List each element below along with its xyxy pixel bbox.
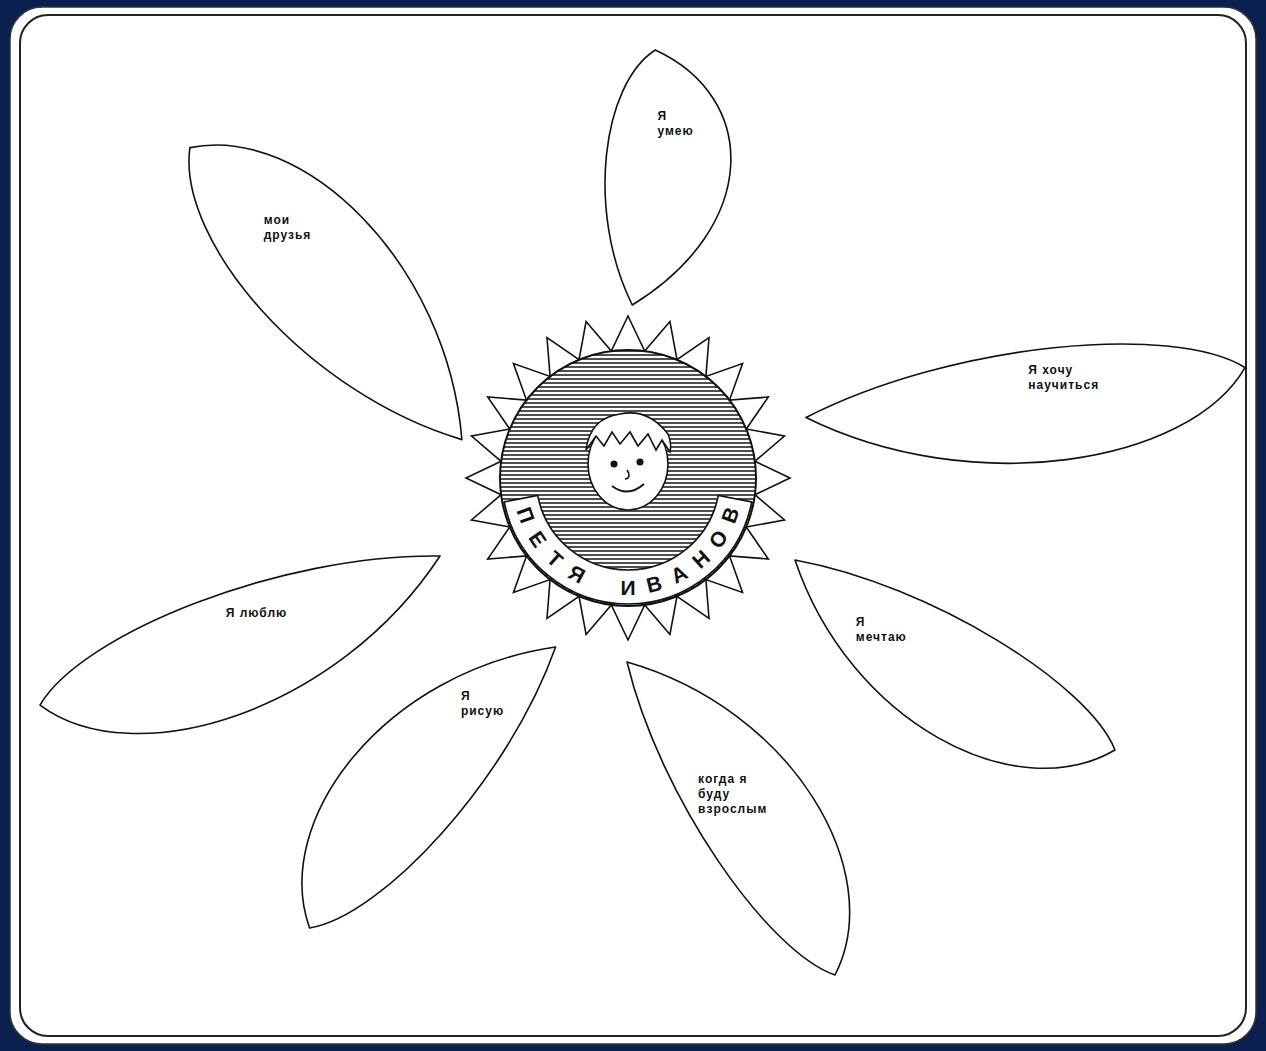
petal-outline bbox=[599, 44, 737, 311]
petal: мои друзья bbox=[183, 139, 468, 446]
letter bbox=[596, 573, 607, 595]
letter: Я bbox=[565, 561, 588, 587]
face bbox=[586, 413, 671, 510]
petal-label: Я хочу научиться bbox=[1028, 363, 1108, 393]
petal: Я хочу научиться bbox=[800, 338, 1251, 469]
petal-outline bbox=[296, 641, 562, 934]
letter: А bbox=[667, 561, 690, 587]
petal-outline bbox=[789, 554, 1121, 774]
name-sun: ПЕТЯ ИВАНОВ bbox=[458, 308, 798, 648]
petal-label: Я рисую bbox=[461, 689, 509, 719]
letter: П bbox=[513, 505, 538, 526]
petal-label: Я мечтаю bbox=[856, 615, 911, 645]
petal-label: мои друзья bbox=[264, 213, 320, 243]
petal: Я рисую bbox=[296, 641, 562, 934]
letter: В bbox=[644, 572, 664, 596]
sheet-border bbox=[20, 15, 1246, 1036]
letter: О bbox=[705, 526, 732, 551]
petal: Я умею bbox=[599, 44, 737, 311]
petal-outline bbox=[621, 656, 856, 981]
letter: В bbox=[718, 505, 743, 526]
petal-outline bbox=[183, 139, 468, 446]
petal-outline bbox=[800, 338, 1251, 469]
letter: Н bbox=[688, 546, 713, 572]
petal-outline bbox=[34, 550, 446, 739]
petal: когда я буду взрослым bbox=[621, 656, 856, 981]
name-band bbox=[504, 495, 751, 604]
sheet bbox=[10, 7, 1256, 1044]
petal-label: Я люблю bbox=[226, 606, 288, 621]
petal: Я мечтаю bbox=[789, 554, 1121, 774]
letter: Е bbox=[525, 527, 550, 550]
sun-rays bbox=[466, 316, 790, 640]
name-arc-label: ПЕТЯ ИВАНОВ bbox=[458, 308, 798, 648]
letter: Т bbox=[543, 547, 567, 571]
petal: Я люблю bbox=[34, 550, 446, 739]
petal-label: когда я буду взрослым bbox=[698, 772, 768, 817]
sun-disk bbox=[500, 350, 756, 606]
petal-label: Я умею bbox=[657, 109, 699, 139]
letter: И bbox=[620, 577, 635, 598]
